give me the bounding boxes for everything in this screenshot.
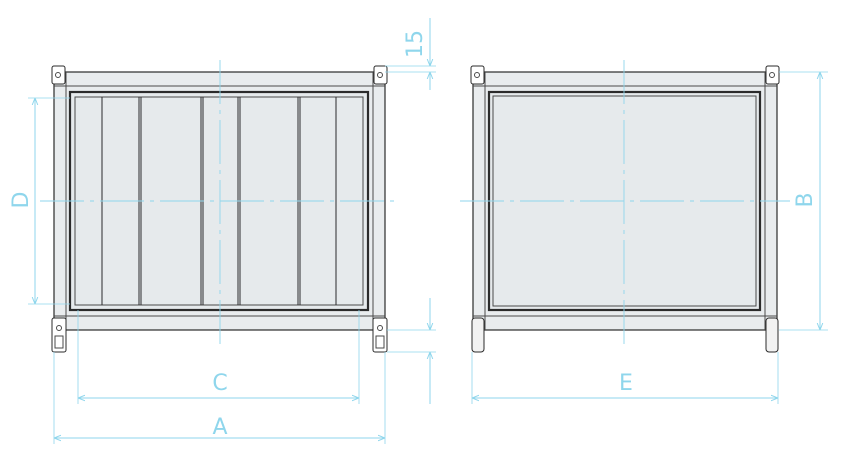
right-bracket-top-left [470, 65, 485, 85]
dimension-a: A [53, 352, 386, 444]
dimension-c: C [77, 310, 360, 404]
dimension-a-label: A [212, 415, 227, 440]
dimension-c-label: C [212, 371, 227, 396]
corner-bracket-bottom-right [372, 317, 388, 353]
dimension-e-label: E [619, 371, 633, 396]
corner-bracket-top-right [373, 65, 388, 85]
dimension-b: B [779, 71, 828, 331]
dimension-leg [387, 298, 436, 404]
dimension-d: D [9, 97, 70, 305]
dimension-flange-label: 15 [403, 30, 428, 58]
right-bracket-top-right [765, 65, 780, 85]
right-leg-left [471, 317, 485, 353]
dimension-e: E [471, 352, 779, 404]
corner-bracket-bottom-left [51, 317, 67, 353]
dimension-b-label: B [793, 192, 818, 207]
dimension-flange: 15 [385, 18, 436, 90]
corner-bracket-top-left [51, 65, 66, 85]
front-view-left [40, 60, 400, 353]
front-view-right [460, 60, 790, 353]
right-leg-right [765, 317, 779, 353]
dimension-d-label: D [9, 192, 34, 209]
